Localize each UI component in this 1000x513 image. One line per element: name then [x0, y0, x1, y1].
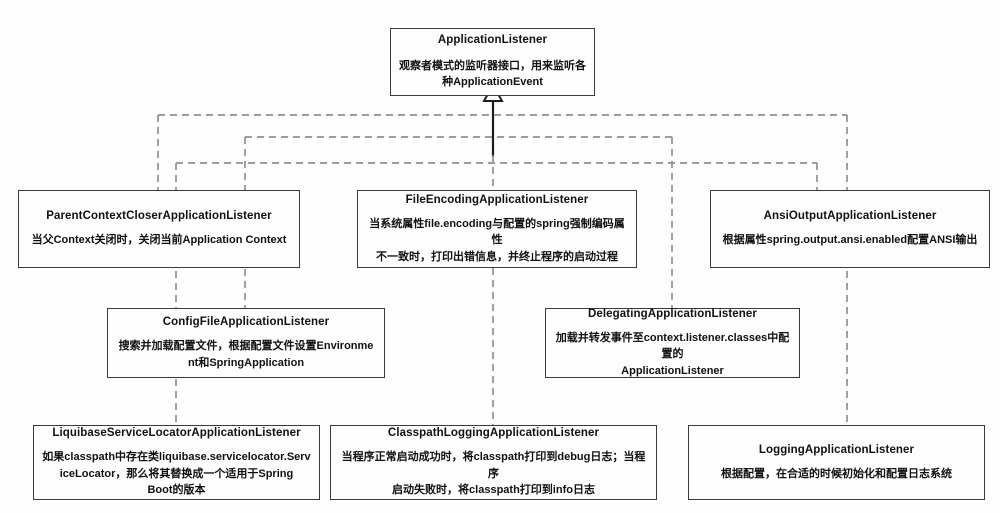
node-title: AnsiOutputApplicationListener [763, 210, 937, 223]
node-title: ParentContextCloserApplicationListener [46, 210, 272, 223]
node-title: LiquibaseServiceLocatorApplicationListen… [52, 427, 301, 440]
node-description: 如果classpath中存在类liquibase.servicelocator.… [42, 451, 311, 497]
node-title: DelegatingApplicationListener [587, 307, 758, 320]
node-description: 搜索并加载配置文件，根据配置文件设置Environme nt和SpringApp… [118, 340, 374, 369]
node-config-file-application-listener[interactable]: ConfigFileApplicationListener 搜索并加载配置文件，… [107, 308, 385, 378]
node-file-encoding-application-listener[interactable]: FileEncodingApplicationListener 当系统属性fil… [357, 190, 637, 268]
node-title: LoggingApplicationListener [758, 443, 915, 456]
node-description: 当父Context关闭时，关闭当前Application Context [31, 234, 287, 247]
node-description: 根据配置，在合适的时候初始化和配置日志系统 [721, 467, 952, 480]
node-description: 根据属性spring.output.ansi.enabled配置ANSI输出 [722, 234, 978, 247]
node-title: ClasspathLoggingApplicationListener [387, 427, 600, 440]
node-parent-context-closer-application-listener[interactable]: ParentContextCloserApplicationListener 当… [18, 190, 300, 268]
node-description: 加载并转发事件至context.listener.classes中配置的 App… [555, 331, 790, 377]
node-logging-application-listener[interactable]: LoggingApplicationListener 根据配置，在合适的时候初始… [688, 425, 985, 500]
node-title: ConfigFileApplicationListener [162, 315, 330, 328]
node-liquibase-service-locator-application-listener[interactable]: LiquibaseServiceLocatorApplicationListen… [33, 425, 320, 500]
node-title: ApplicationListener [437, 34, 548, 47]
node-application-listener[interactable]: ApplicationListener 观察者模式的监听器接口，用来监听各 种A… [390, 28, 595, 96]
node-classpath-logging-application-listener[interactable]: ClasspathLoggingApplicationListener 当程序正… [330, 425, 657, 500]
node-description: 观察者模式的监听器接口，用来监听各 种ApplicationEvent [399, 59, 586, 89]
node-ansi-output-application-listener[interactable]: AnsiOutputApplicationListener 根据属性spring… [710, 190, 990, 268]
node-description: 当程序正常启动成功时，将classpath打印到debug日志；当程序 启动失败… [341, 451, 646, 497]
node-title: FileEncodingApplicationListener [405, 193, 589, 206]
node-delegating-application-listener[interactable]: DelegatingApplicationListener 加载并转发事件至co… [545, 308, 800, 378]
node-description: 当系统属性file.encoding与配置的spring强制编码属性 不一致时，… [369, 217, 625, 263]
